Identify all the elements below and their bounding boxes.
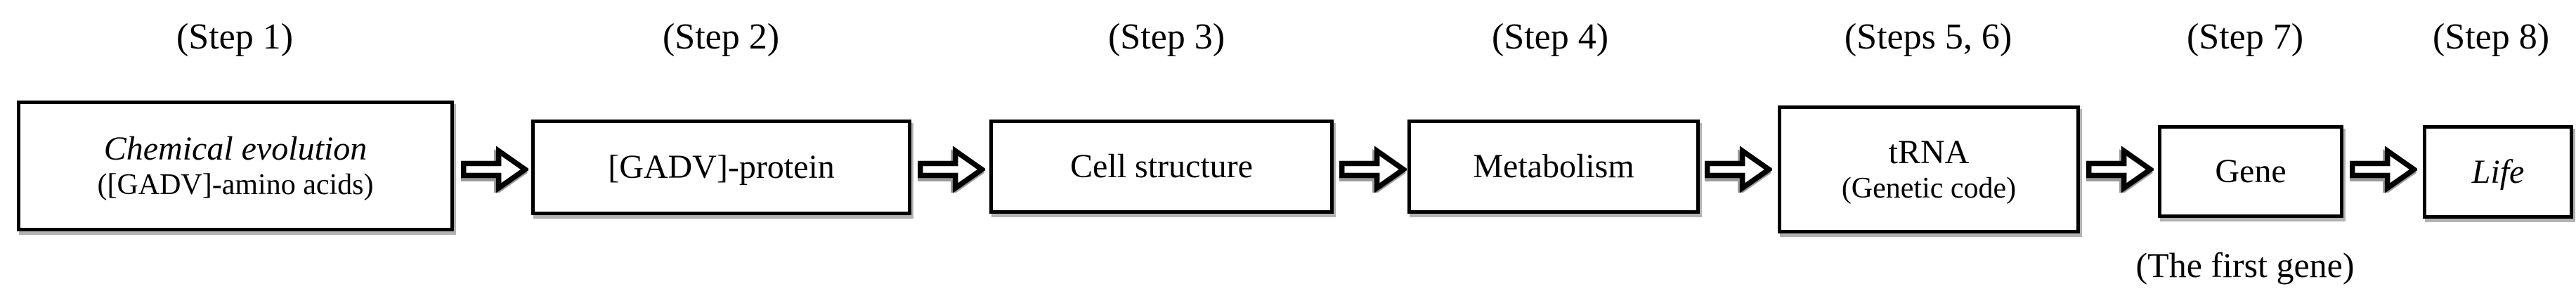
box-chemical-evolution: Chemical evolution ([GADV]-amino acids) <box>17 101 454 231</box>
right-block-arrow-icon <box>461 146 528 193</box>
box-title: Metabolism <box>1473 148 1634 186</box>
right-block-arrow-icon <box>918 146 985 193</box>
step-label-1: (Step 1) <box>176 17 294 57</box>
box-subtitle: (Genetic code) <box>1841 172 2017 205</box>
right-block-arrow-icon <box>1705 146 1772 193</box>
first-gene-caption: (The first gene) <box>2135 245 2355 285</box>
right-block-arrow-icon <box>1339 146 1407 193</box>
box-cell-structure: Cell structure <box>989 120 1334 214</box>
box-title: Gene <box>2215 153 2286 191</box>
box-title: Cell structure <box>1070 148 1253 186</box>
right-block-arrow-icon <box>2086 146 2154 193</box>
right-block-arrow-icon <box>2350 146 2417 193</box>
step-label-5-6: (Steps 5, 6) <box>1844 17 2012 57</box>
box-title: tRNA <box>1888 133 1970 171</box>
box-gene: Gene <box>2158 125 2343 218</box>
box-subtitle: ([GADV]-amino acids) <box>97 168 374 201</box>
box-gadv-protein: [GADV]-protein <box>531 120 911 215</box>
box-title: Life <box>2471 153 2525 191</box>
box-metabolism: Metabolism <box>1407 120 1700 214</box>
box-trna: tRNA (Genetic code) <box>1778 105 2080 233</box>
step-label-4: (Step 4) <box>1491 17 1609 57</box>
box-title: Chemical evolution <box>103 129 367 167</box>
step-label-8: (Step 8) <box>2432 17 2550 57</box>
step-label-2: (Step 2) <box>662 17 780 57</box>
step-label-3: (Step 3) <box>1107 17 1225 57</box>
step-label-7: (Step 7) <box>2186 17 2304 57</box>
box-title: [GADV]-protein <box>608 148 835 186</box>
box-life: Life <box>2423 125 2573 219</box>
